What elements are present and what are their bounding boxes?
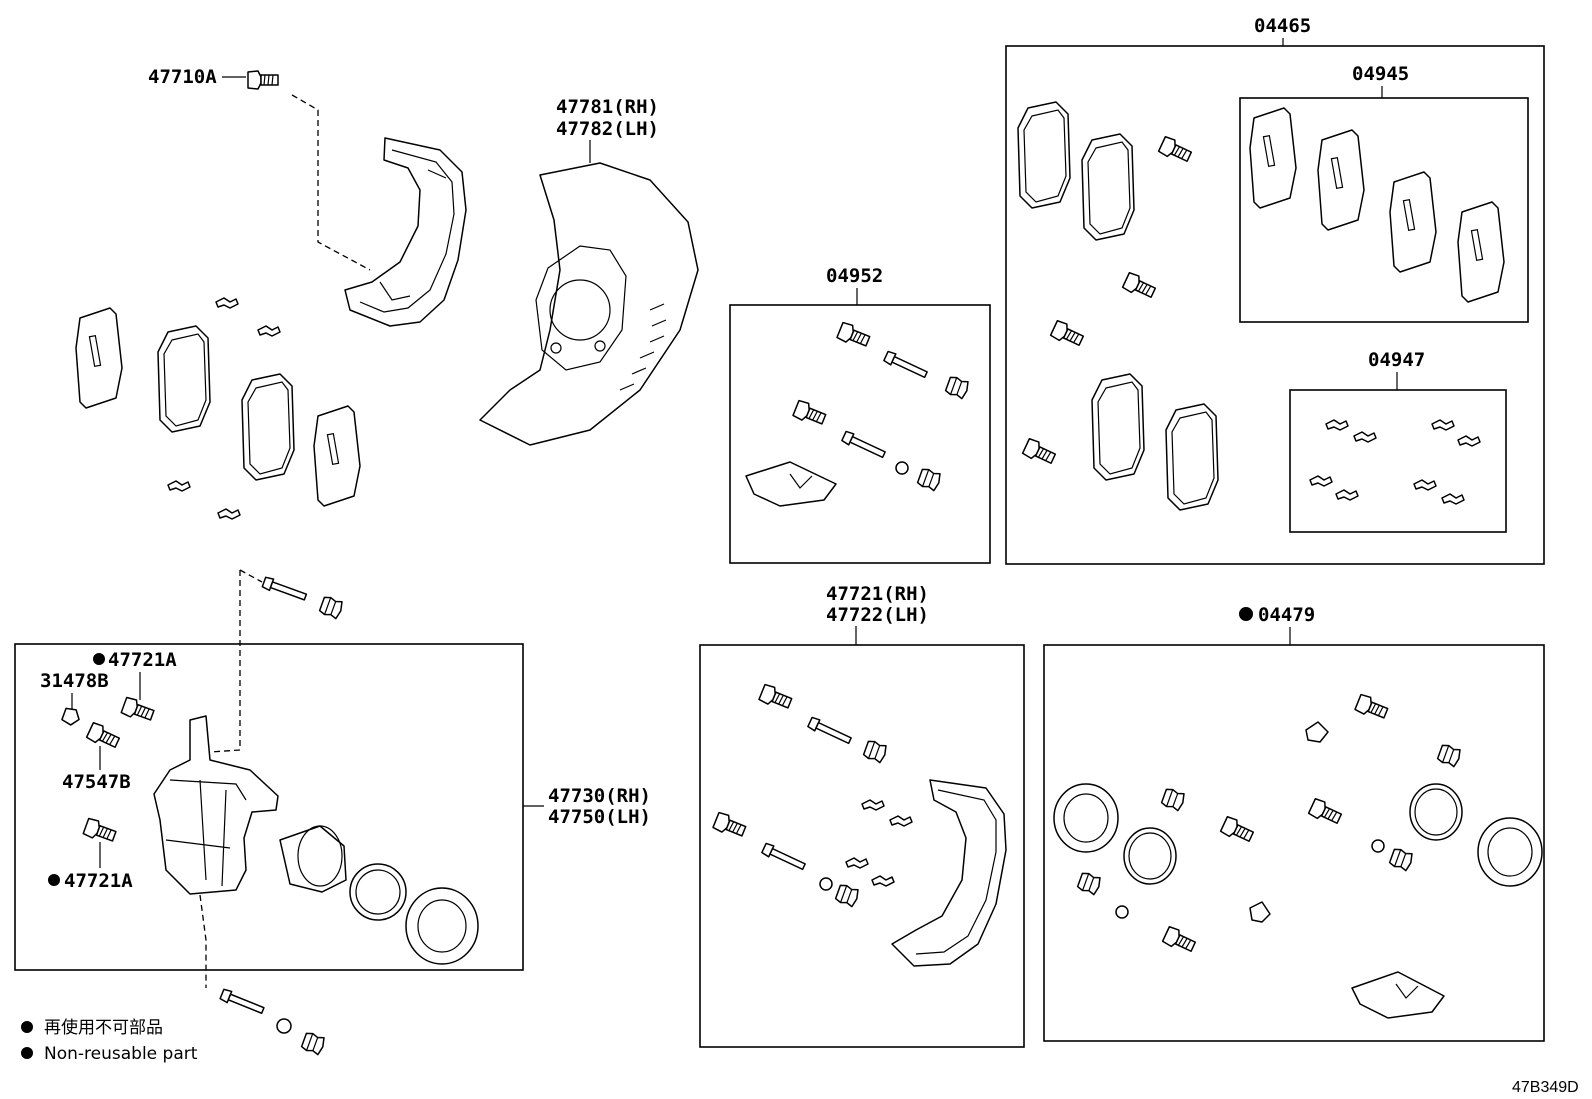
label-31478B: 31478B — [40, 670, 109, 692]
label-mount-rh: 47721(RH) — [826, 583, 929, 605]
label-04465: 04465 — [1254, 15, 1311, 37]
label-04947: 04947 — [1368, 349, 1425, 371]
label-caliper-lh: 47750(LH) — [548, 806, 651, 828]
label-04479: 04479 — [1258, 604, 1315, 626]
diagram-reference: 47B349D — [1512, 1079, 1579, 1096]
label-04945: 04945 — [1352, 63, 1409, 85]
bolt-icon — [247, 70, 279, 90]
mount-bracket — [891, 779, 1007, 967]
disc-brake-dust-cover — [479, 162, 699, 446]
label-mount-lh: 47722(LH) — [826, 604, 929, 626]
grease-packet — [745, 461, 837, 507]
label-47547B: 47547B — [62, 771, 131, 793]
legend-jp: 再使用不可部品 — [44, 1017, 163, 1038]
label-47721A-bottom: 47721A — [64, 870, 133, 892]
label-47721A-top: 47721A — [108, 649, 177, 671]
label-shield-lh: 47782(LH) — [556, 118, 659, 140]
caliper-mounting-bracket — [344, 137, 467, 327]
disc-brake-cylinder — [153, 715, 279, 895]
legend-en: Non-reusable part — [44, 1044, 198, 1064]
label-04952: 04952 — [826, 265, 883, 287]
label-shield-rh: 47781(RH) — [556, 96, 659, 118]
label-caliper-rh: 47730(RH) — [548, 785, 651, 807]
label-47710A: 47710A — [148, 66, 217, 88]
